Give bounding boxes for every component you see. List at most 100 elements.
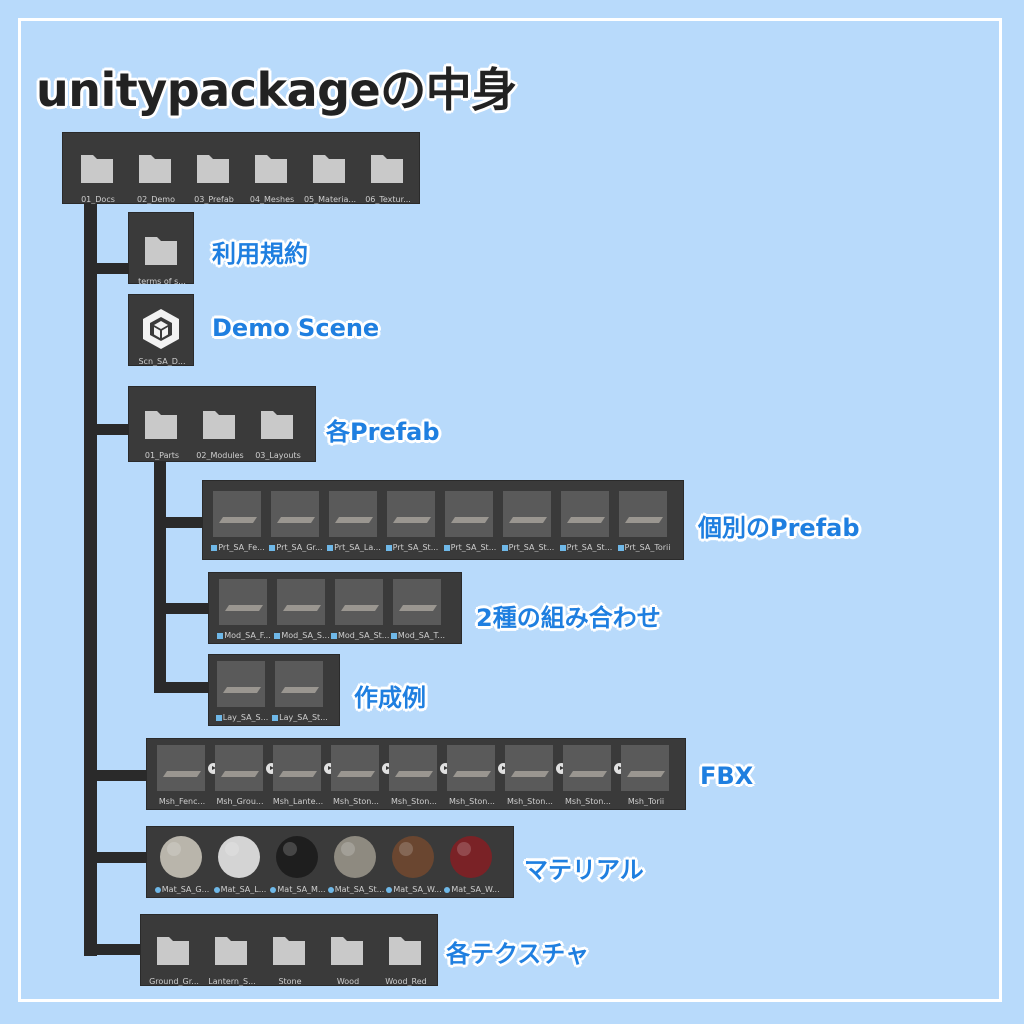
prefab-icon bbox=[269, 544, 276, 551]
prefab-item-label: Prt_SA_Gr... bbox=[267, 543, 325, 552]
folder-icon bbox=[197, 155, 229, 183]
folder-item-label: 01_Docs bbox=[69, 195, 127, 204]
folder-item-label: terms of s... bbox=[138, 277, 186, 286]
prefab-item-label: Mod_SA_S... bbox=[273, 631, 331, 640]
item-name: 03_Layouts bbox=[255, 451, 301, 460]
prefab-item-label: Mod_SA_T... bbox=[389, 631, 447, 640]
play-icon[interactable] bbox=[614, 763, 625, 774]
prefab-item-label: Mod_SA_St... bbox=[331, 631, 389, 640]
model-thumbnail bbox=[561, 491, 609, 537]
folder-item-label: Stone bbox=[261, 977, 319, 986]
unity-logo-icon bbox=[143, 309, 179, 349]
item-name: Msh_Torii bbox=[627, 797, 665, 806]
item-name: Msh_Lante... bbox=[272, 797, 324, 806]
prefab-label: 各Prefab bbox=[326, 418, 440, 446]
mesh-item-label: Msh_Lante... bbox=[269, 797, 327, 806]
model-thumbnail bbox=[389, 745, 437, 791]
model-thumbnail bbox=[563, 745, 611, 791]
item-name: 04_Meshes bbox=[249, 195, 295, 204]
demo-label: Demo Scene bbox=[212, 314, 380, 342]
scene-item-label: Scn_SA_D... bbox=[138, 357, 186, 366]
folder-item-label: Wood bbox=[319, 977, 377, 986]
model-thumbnail bbox=[273, 745, 321, 791]
item-name: Msh_Ston... bbox=[391, 797, 437, 806]
item-name: Lantern_S... bbox=[208, 977, 256, 986]
material-item-label: Mat_SA_L... bbox=[211, 885, 269, 894]
item-name: Prt_SA_Fe... bbox=[218, 543, 265, 552]
folder-icon bbox=[313, 155, 345, 183]
mesh-item-label: Msh_Ston... bbox=[443, 797, 501, 806]
material-sphere-icon bbox=[276, 836, 318, 878]
material-icon bbox=[386, 886, 393, 893]
model-thumbnail bbox=[445, 491, 493, 537]
folder-icon bbox=[139, 155, 171, 183]
textures-label: 各テクスチャ bbox=[446, 940, 590, 968]
item-name: Msh_Ston... bbox=[449, 797, 495, 806]
model-thumbnail bbox=[157, 745, 205, 791]
prefab-icon bbox=[272, 714, 279, 721]
play-icon[interactable] bbox=[208, 763, 219, 774]
folder-item-label: 03_Layouts bbox=[249, 451, 307, 460]
prefab-icon bbox=[617, 544, 624, 551]
item-name: Lay_SA_St... bbox=[279, 713, 328, 722]
folder-icon bbox=[371, 155, 403, 183]
model-thumbnail bbox=[217, 661, 265, 707]
model-thumbnail bbox=[213, 491, 261, 537]
mesh-item-label: Msh_Ston... bbox=[327, 797, 385, 806]
tree-branch-modules bbox=[154, 603, 210, 614]
folder-icon bbox=[81, 155, 113, 183]
model-thumbnail bbox=[387, 491, 435, 537]
item-name: Mat_SA_L... bbox=[220, 885, 267, 894]
material-item-label: Mat_SA_M... bbox=[269, 885, 327, 894]
play-icon[interactable] bbox=[266, 763, 277, 774]
prefab-icon bbox=[217, 632, 224, 639]
item-name: Lay_SA_S... bbox=[222, 713, 269, 722]
model-thumbnail bbox=[393, 579, 441, 625]
play-icon[interactable] bbox=[382, 763, 393, 774]
folder-item-label: 02_Demo bbox=[127, 195, 185, 204]
prefab-item-label: Prt_SA_St... bbox=[383, 543, 441, 552]
tree-branch-textures bbox=[84, 944, 144, 955]
material-sphere-icon bbox=[160, 836, 202, 878]
item-name: Mod_SA_S... bbox=[281, 631, 330, 640]
item-name: 05_Materia... bbox=[303, 195, 357, 204]
prefab-item-label: Prt_SA_La... bbox=[325, 543, 383, 552]
play-icon[interactable] bbox=[440, 763, 451, 774]
item-name: 02_Modules bbox=[196, 451, 244, 460]
play-icon[interactable] bbox=[498, 763, 509, 774]
demo-panel: Scn_SA_D... bbox=[128, 294, 194, 366]
folder-icon bbox=[145, 237, 177, 265]
material-sphere-icon bbox=[334, 836, 376, 878]
layouts-label: 作成例 bbox=[354, 684, 426, 712]
item-name: Msh_Ston... bbox=[565, 797, 611, 806]
parts-panel: Prt_SA_Fe...Prt_SA_Gr...Prt_SA_La...Prt_… bbox=[202, 480, 684, 560]
item-name: Mat_SA_W... bbox=[393, 885, 442, 894]
material-item-label: Mat_SA_St... bbox=[327, 885, 385, 894]
play-icon[interactable] bbox=[324, 763, 335, 774]
mesh-item-label: Msh_Ston... bbox=[559, 797, 617, 806]
parts-label: 個別のPrefab bbox=[698, 514, 860, 542]
item-name: Mat_SA_W... bbox=[451, 885, 500, 894]
item-name: Mat_SA_St... bbox=[334, 885, 385, 894]
prefab-item-label: Mod_SA_F... bbox=[215, 631, 273, 640]
item-name: Prt_SA_St... bbox=[566, 543, 613, 552]
item-name: Prt_SA_La... bbox=[334, 543, 381, 552]
tree-trunk bbox=[84, 200, 97, 956]
play-icon[interactable] bbox=[556, 763, 567, 774]
item-name: Prt_SA_Torii bbox=[624, 543, 671, 552]
tree-branch-parts bbox=[154, 517, 204, 528]
material-item-label: Mat_SA_G... bbox=[153, 885, 211, 894]
prefab-icon bbox=[215, 714, 222, 721]
folder-icon bbox=[389, 937, 421, 965]
tree-branch-prefab bbox=[84, 424, 132, 435]
mesh-item-label: Msh_Fenc... bbox=[153, 797, 211, 806]
layouts-panel: Lay_SA_S... Lay_SA_St... bbox=[208, 654, 340, 726]
model-thumbnail bbox=[277, 579, 325, 625]
item-name: Prt_SA_St... bbox=[508, 543, 555, 552]
item-name: 01_Parts bbox=[144, 451, 180, 460]
tree-branch-materials bbox=[84, 852, 148, 863]
item-name: Msh_Grou... bbox=[216, 797, 264, 806]
material-icon bbox=[154, 886, 161, 893]
material-sphere-icon bbox=[450, 836, 492, 878]
